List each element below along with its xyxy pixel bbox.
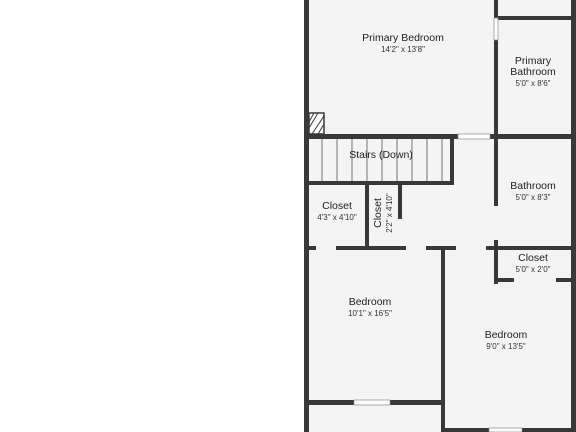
primary-bathroom-label-line2: Bathroom bbox=[510, 66, 556, 78]
closet-left-label: Closet bbox=[322, 200, 352, 212]
primary-bathroom-label-line1: Primary bbox=[515, 55, 552, 67]
closet-right-dims: 5'0" x 2'0" bbox=[516, 265, 551, 274]
closet-left-dims: 4'3" x 4'10" bbox=[317, 213, 357, 222]
bedroom-left-label: Bedroom bbox=[349, 296, 392, 308]
bedroom-right-label: Bedroom bbox=[485, 329, 528, 341]
bathroom-dims: 5'0" x 8'3" bbox=[516, 193, 551, 202]
walls bbox=[304, 0, 576, 432]
fireplace-icon bbox=[308, 112, 325, 135]
bedroom-right-dims: 9'0" x 13'5" bbox=[486, 342, 526, 351]
primary-bedroom-dims: 14'2" x 13'8" bbox=[381, 45, 425, 54]
primary-bathroom-dims: 5'0" x 8'6" bbox=[516, 79, 551, 88]
closet-right-label: Closet bbox=[518, 252, 548, 264]
primary-bedroom-label: Primary Bedroom bbox=[362, 32, 444, 44]
bathroom-label: Bathroom bbox=[510, 180, 556, 192]
windows bbox=[353, 17, 523, 432]
closet-mid-label: Closet bbox=[372, 198, 384, 228]
stairs-label: Stairs (Down) bbox=[349, 149, 413, 161]
stairs-treads bbox=[321, 139, 443, 181]
closet-mid-dims: 2'2" x 4'10" bbox=[385, 193, 394, 233]
bedroom-left-dims: 10'1" x 16'5" bbox=[348, 309, 392, 318]
